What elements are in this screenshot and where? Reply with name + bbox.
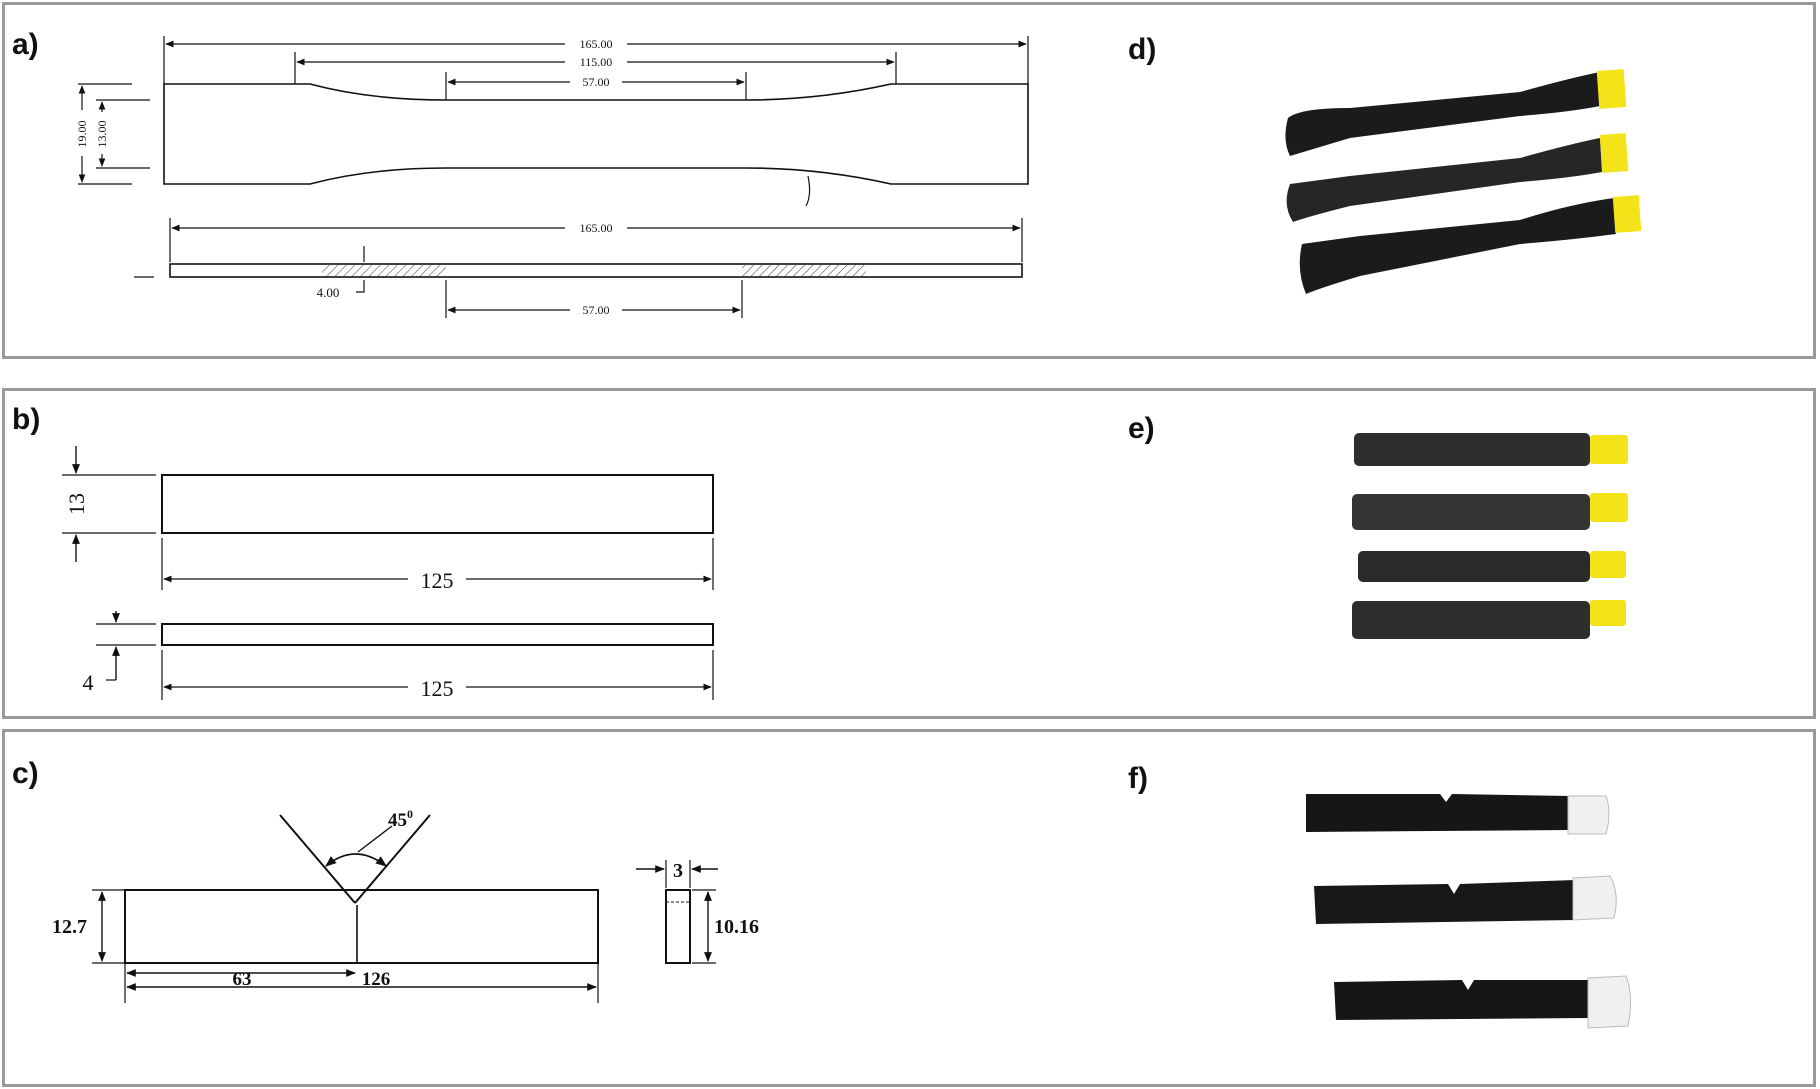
notch-line-left bbox=[279, 814, 356, 904]
diagram-a-dogbone: 165.00 115.00 57.00 19.00 13.00 165.00 4… bbox=[74, 36, 1029, 318]
dim-thickness-text: 4 bbox=[83, 670, 94, 695]
dogbone-top-outline bbox=[163, 83, 1029, 185]
dim-thickness-text: 3 bbox=[673, 860, 683, 882]
yellow-tag-e-1 bbox=[1590, 435, 1628, 464]
yellow-tag-d-2 bbox=[1599, 133, 1629, 173]
specimen-d-2 bbox=[1286, 138, 1602, 222]
dim-thickness-text: 4.00 bbox=[317, 285, 340, 300]
dim-width-gauge-text: 13.00 bbox=[95, 121, 109, 148]
dim-length-top-text: 125 bbox=[421, 568, 454, 593]
notched-bar-front-view bbox=[124, 889, 599, 964]
panel-label-c: c) bbox=[12, 757, 39, 790]
dim-length-bottom-text: 125 bbox=[421, 676, 454, 701]
yellow-tag-e-2 bbox=[1590, 493, 1628, 522]
dim-side-gauge-text: 57.00 bbox=[583, 303, 610, 317]
specimen-e-3 bbox=[1358, 551, 1590, 582]
hatch-left bbox=[322, 265, 446, 276]
notch-line-right bbox=[354, 814, 431, 904]
dim-side-height-text: 10.16 bbox=[714, 916, 759, 938]
photo-f-notched-specimens bbox=[1306, 794, 1632, 1029]
diagram-c-notched-bar: 450 12.7 63 126 3 10.16 bbox=[52, 807, 759, 1003]
dim-height-text: 12.7 bbox=[52, 916, 87, 938]
dim-overall-length-text: 165.00 bbox=[580, 37, 613, 51]
panel-label-d: d) bbox=[1128, 33, 1157, 66]
bar-top-view bbox=[161, 474, 714, 534]
notched-bar-side-view bbox=[665, 889, 691, 964]
notch-angle-arc bbox=[325, 853, 387, 867]
dim-height-text: 13 bbox=[64, 493, 89, 515]
dim-width-outer-text: 19.00 bbox=[75, 121, 89, 148]
white-tag-f-1 bbox=[1567, 795, 1610, 835]
dim-notch-angle-text: 450 bbox=[388, 807, 413, 831]
panel-label-f: f) bbox=[1128, 762, 1148, 795]
specimen-f-2 bbox=[1314, 880, 1575, 924]
yellow-tag-d-1 bbox=[1596, 69, 1627, 109]
photo-e-bar-specimens bbox=[1352, 433, 1628, 639]
dim-side-length-text: 165.00 bbox=[580, 221, 613, 235]
diagram-b-bar: 13 125 4 125 bbox=[62, 446, 714, 701]
specimen-d-3 bbox=[1299, 198, 1616, 294]
photo-d-dogbone-specimens bbox=[1285, 69, 1642, 294]
dogbone-side-view bbox=[169, 263, 1023, 278]
specimen-d-1 bbox=[1285, 72, 1600, 156]
bar-side-view bbox=[161, 623, 714, 646]
specimen-e-1 bbox=[1354, 433, 1590, 466]
specimen-f-1 bbox=[1306, 794, 1570, 832]
dim-gauge-length-text: 57.00 bbox=[583, 75, 610, 89]
specimen-e-2 bbox=[1352, 494, 1590, 530]
specimen-f-3 bbox=[1334, 980, 1590, 1020]
panel-label-a: a) bbox=[12, 28, 39, 61]
yellow-tag-e-3 bbox=[1590, 551, 1626, 578]
panel-label-b: b) bbox=[12, 403, 41, 436]
white-tag-f-3 bbox=[1587, 975, 1632, 1029]
dim-grip-span-text: 115.00 bbox=[580, 55, 613, 69]
specimen-e-4 bbox=[1352, 601, 1590, 639]
yellow-tag-d-3 bbox=[1612, 195, 1642, 233]
panel-label-e: e) bbox=[1128, 412, 1155, 445]
hatch-right bbox=[742, 265, 866, 276]
white-tag-f-2 bbox=[1572, 875, 1617, 921]
yellow-tag-e-4 bbox=[1590, 600, 1626, 626]
